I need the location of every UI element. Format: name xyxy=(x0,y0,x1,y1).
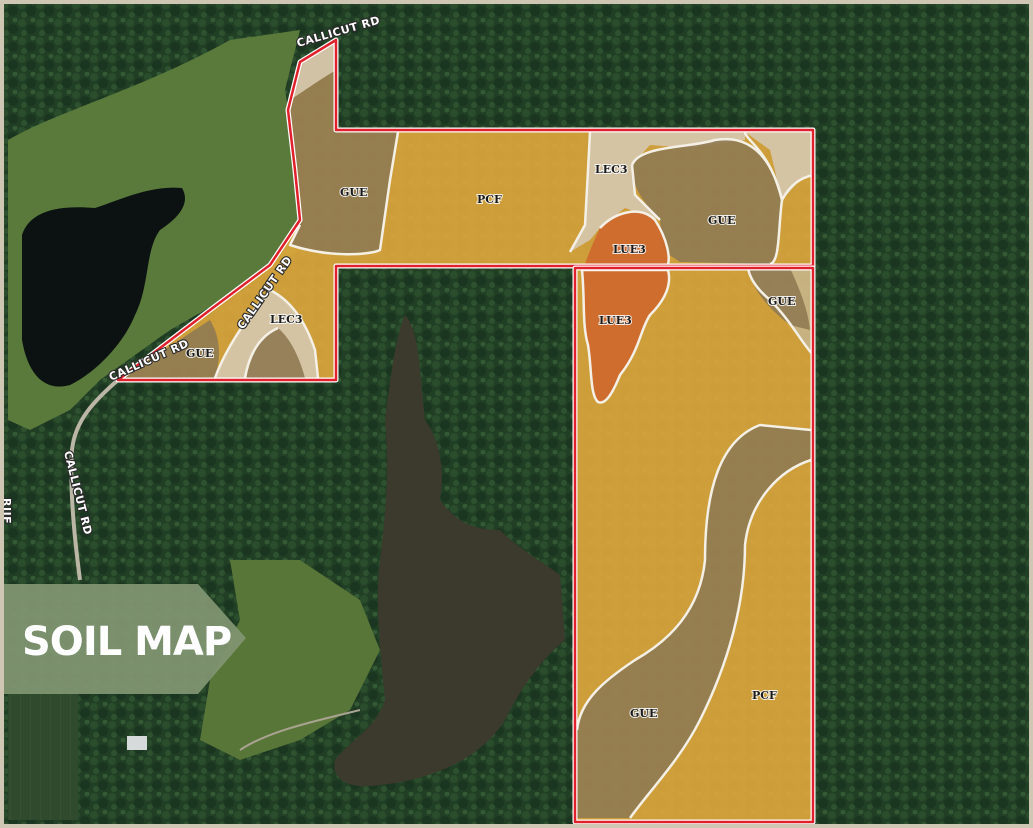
soil-unit-lec3-road[interactable] xyxy=(290,40,336,100)
soil-border xyxy=(213,288,320,379)
road-south-curve xyxy=(69,378,120,581)
soil-border xyxy=(630,137,784,266)
soil-unit-gue-north[interactable] xyxy=(631,139,782,264)
soil-unit-gue-southwest-inner[interactable] xyxy=(245,328,305,378)
soil-label: PCF xyxy=(752,689,777,702)
boundary-east-red xyxy=(573,266,815,824)
reservoir xyxy=(334,315,565,787)
soil-borders xyxy=(213,131,814,819)
soil-label: LUE3 xyxy=(599,314,632,327)
soil-label: GUE xyxy=(186,347,213,360)
soil-border xyxy=(743,131,814,201)
soil-unit-gue-southwest[interactable] xyxy=(118,320,219,380)
soil-unit-gue-east[interactable] xyxy=(748,268,810,330)
soil-border xyxy=(288,131,400,256)
soil-unit-lue3-south[interactable] xyxy=(582,270,670,403)
pasture-southwest xyxy=(200,560,380,760)
map-title: SOIL MAP xyxy=(22,619,231,665)
soil-border xyxy=(568,131,661,253)
banner-shape xyxy=(0,584,246,694)
soil-unit-lue3-north[interactable] xyxy=(585,211,669,264)
boundary-outline-red xyxy=(116,38,815,382)
title-banner: SOIL MAP xyxy=(0,584,246,694)
soil-border xyxy=(243,326,279,379)
soil-labels: GUE PCF LEC3 GUE LUE3 LUE3 GUE LEC3 GUE … xyxy=(185,162,796,721)
farm-track xyxy=(239,709,361,751)
soil-label: PCF xyxy=(477,193,502,206)
soil-label: LEC3 xyxy=(270,313,303,326)
soil-unit-lec3-north[interactable] xyxy=(570,132,745,252)
field-southwest xyxy=(8,690,78,820)
soil-border xyxy=(746,267,814,356)
property-boundary xyxy=(115,37,816,825)
soil-label: GUE xyxy=(768,295,795,308)
soil-border xyxy=(599,210,670,265)
soil-label: LEC3 xyxy=(595,163,628,176)
soil-unit-gue-diagonal[interactable] xyxy=(577,425,811,818)
soil-label: LUE3 xyxy=(613,243,646,256)
soil-border xyxy=(628,458,812,819)
soil-border xyxy=(575,423,812,731)
pond-west xyxy=(22,187,185,387)
soil-label: GUE xyxy=(708,214,735,227)
soil-label: GUE xyxy=(340,186,367,199)
soil-label: GUE xyxy=(630,707,657,720)
soil-unit-gue-northwest[interactable] xyxy=(290,40,398,255)
soil-border xyxy=(580,268,671,404)
barn xyxy=(127,736,147,750)
